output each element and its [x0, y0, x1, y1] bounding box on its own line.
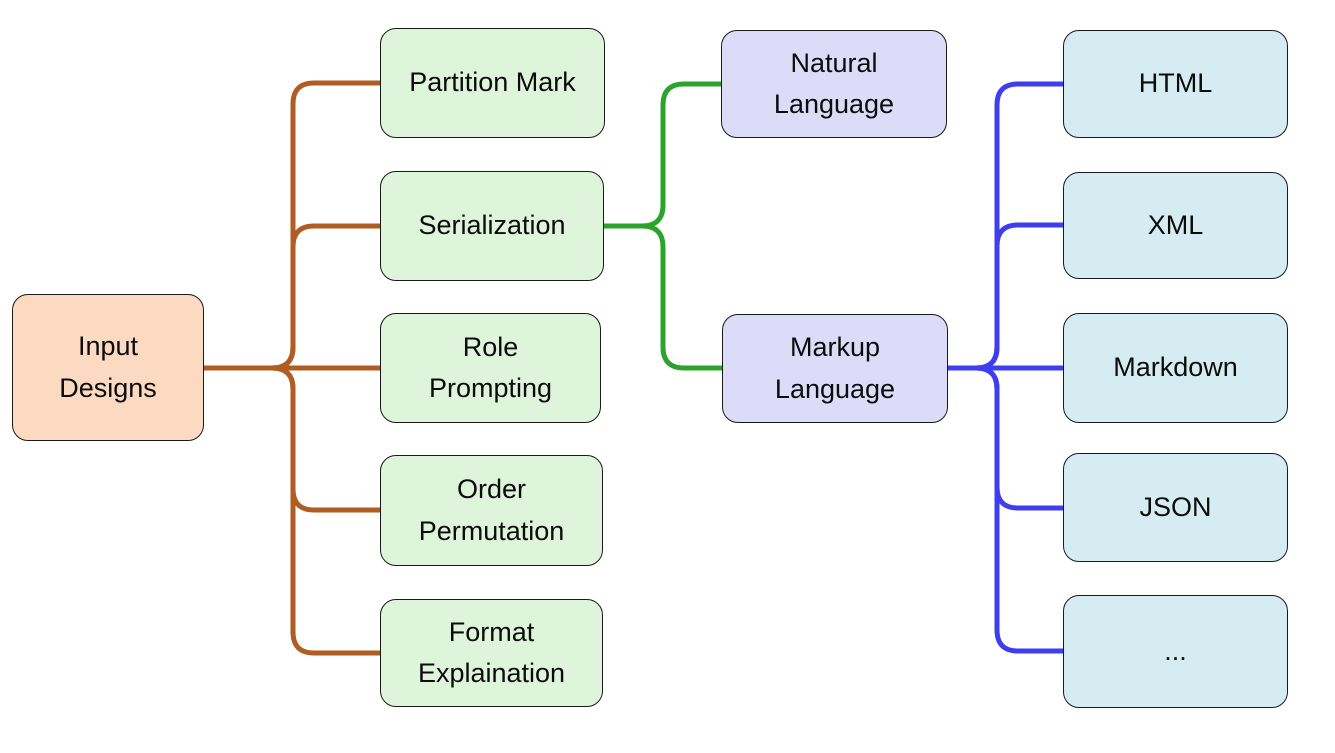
node-partition-mark-label: Partition Mark: [409, 67, 576, 98]
edge-markup-language-json: [975, 365, 1063, 511]
node-html-label: HTML: [1138, 68, 1213, 99]
node-natural-language: Natural Language: [721, 30, 947, 138]
node-role-prompting: Role Prompting: [380, 313, 601, 423]
node-role-prompting-label: Role Prompting: [428, 331, 553, 403]
node-natural-language-label: Natural Language: [773, 47, 895, 119]
edge-markup-language-more: [975, 365, 1063, 654]
edge-serialization-markup-language: [641, 223, 722, 371]
edge-input-designs-order-permutation: [271, 365, 380, 513]
edge-markup-language-xml: [975, 222, 1063, 371]
node-format-explaination: Format Explaination: [380, 599, 603, 707]
node-json: JSON: [1063, 453, 1288, 562]
node-markup-language-label: Markup Language: [774, 332, 896, 404]
node-serialization: Serialization: [380, 171, 604, 281]
node-more-label: ...: [1164, 635, 1187, 666]
node-order-permutation-label: Order Permutation: [418, 474, 565, 546]
edge-serialization-natural-language: [641, 81, 721, 229]
node-order-permutation: Order Permutation: [380, 455, 603, 566]
edge-input-designs-format-explaination: [271, 365, 380, 656]
node-more: ...: [1063, 595, 1288, 708]
node-serialization-label: Serialization: [418, 210, 566, 241]
node-xml-label: XML: [1147, 209, 1204, 240]
node-input-designs-label: Input Designs: [59, 331, 157, 403]
node-format-explaination-label: Format Explaination: [417, 616, 566, 688]
node-partition-mark: Partition Mark: [380, 28, 605, 138]
node-xml: XML: [1063, 172, 1288, 279]
node-input-designs: Input Designs: [12, 294, 204, 441]
node-markup-language: Markup Language: [722, 314, 948, 423]
node-markdown-label: Markdown: [1113, 352, 1238, 383]
edge-input-designs-serialization: [271, 223, 380, 371]
node-markdown: Markdown: [1063, 313, 1288, 423]
node-html: HTML: [1063, 30, 1288, 138]
node-json-label: JSON: [1139, 491, 1212, 522]
